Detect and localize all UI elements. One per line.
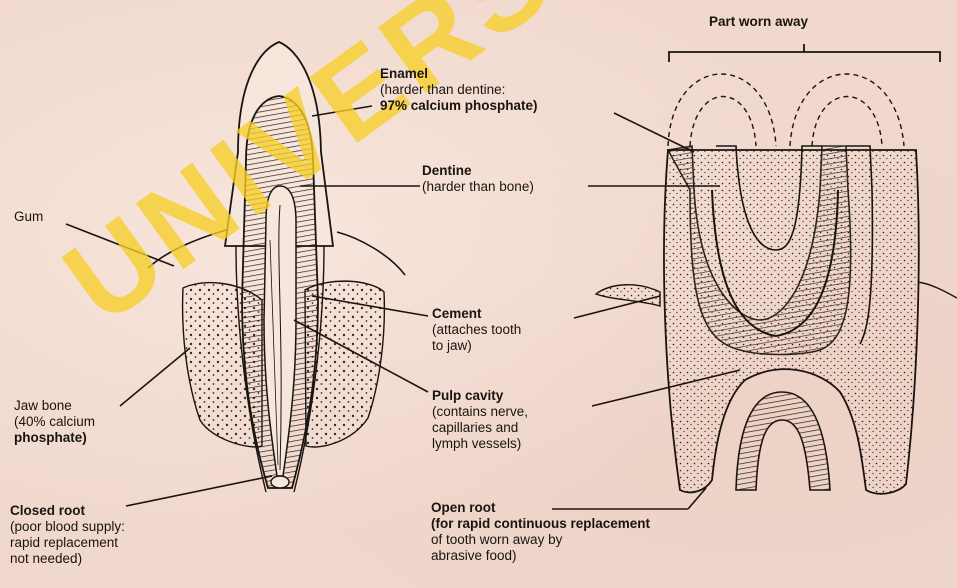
label-part-worn-away-text: Part worn away	[709, 14, 808, 30]
label-pulp-cavity: Pulp cavity (contains nerve, capillaries…	[432, 388, 528, 452]
leader-gum	[66, 224, 174, 266]
label-enamel-line2: 97% calcium phosphate)	[380, 98, 538, 114]
label-part-worn-away: Part worn away	[709, 14, 808, 30]
label-closed-root-title: Closed root	[10, 503, 125, 519]
label-closed-root: Closed root (poor blood supply: rapid re…	[10, 503, 125, 567]
label-open-root-line3: abrasive food)	[431, 548, 650, 564]
root-apex	[271, 476, 289, 488]
worn-arc-inner-right	[812, 97, 882, 147]
label-jaw-line2: phosphate)	[14, 430, 95, 446]
label-dentine: Dentine (harder than bone)	[422, 163, 534, 195]
open-root-tooth	[596, 44, 957, 494]
worn-arc-outer-right	[790, 74, 904, 146]
label-enamel-line1: (harder than dentine:	[380, 82, 538, 98]
label-closed-root-line3: not needed)	[10, 551, 125, 567]
worn-arc-inner-left	[690, 97, 756, 147]
leader-lines	[66, 106, 740, 509]
label-jaw-bone: Jaw bone (40% calcium phosphate)	[14, 398, 95, 446]
label-enamel: Enamel (harder than dentine: 97% calcium…	[380, 66, 538, 114]
label-jaw-line1: (40% calcium	[14, 414, 95, 430]
label-pulp-title: Pulp cavity	[432, 388, 528, 404]
leader-jaw	[120, 348, 190, 406]
pulp-cavity-right	[736, 392, 830, 490]
label-jaw-title: Jaw bone	[14, 398, 95, 414]
label-enamel-title: Enamel	[380, 66, 538, 82]
gum-left	[148, 228, 233, 268]
worn-arc-outer-left	[668, 74, 776, 146]
label-gum-text: Gum	[14, 209, 43, 225]
label-open-root-title: Open root	[431, 500, 650, 516]
label-cement-title: Cement	[432, 306, 521, 322]
label-gum: Gum	[14, 209, 43, 225]
leader-enamel-left	[312, 106, 372, 116]
label-open-root: Open root (for rapid continuous replacem…	[431, 500, 650, 564]
label-cement: Cement (attaches tooth to jaw)	[432, 306, 521, 354]
leader-closed-root	[126, 476, 272, 506]
closed-root-tooth	[148, 42, 405, 492]
worn-bracket	[669, 52, 940, 62]
gum-right	[337, 232, 405, 275]
label-closed-root-line1: (poor blood supply:	[10, 519, 125, 535]
label-pulp-line2: capillaries and	[432, 420, 528, 436]
label-cement-line2: to jaw)	[432, 338, 521, 354]
label-open-root-line1: (for rapid continuous replacement	[431, 516, 650, 532]
label-dentine-title: Dentine	[422, 163, 534, 179]
gum-flap-left	[596, 285, 660, 306]
gum-flap-right	[918, 282, 957, 298]
label-closed-root-line2: rapid replacement	[10, 535, 125, 551]
leader-enamel-right	[614, 113, 694, 152]
label-cement-line1: (attaches tooth	[432, 322, 521, 338]
label-pulp-line3: lymph vessels)	[432, 436, 528, 452]
label-pulp-line1: (contains nerve,	[432, 404, 528, 420]
label-dentine-line1: (harder than bone)	[422, 179, 534, 195]
label-open-root-line2: of tooth worn away by	[431, 532, 650, 548]
